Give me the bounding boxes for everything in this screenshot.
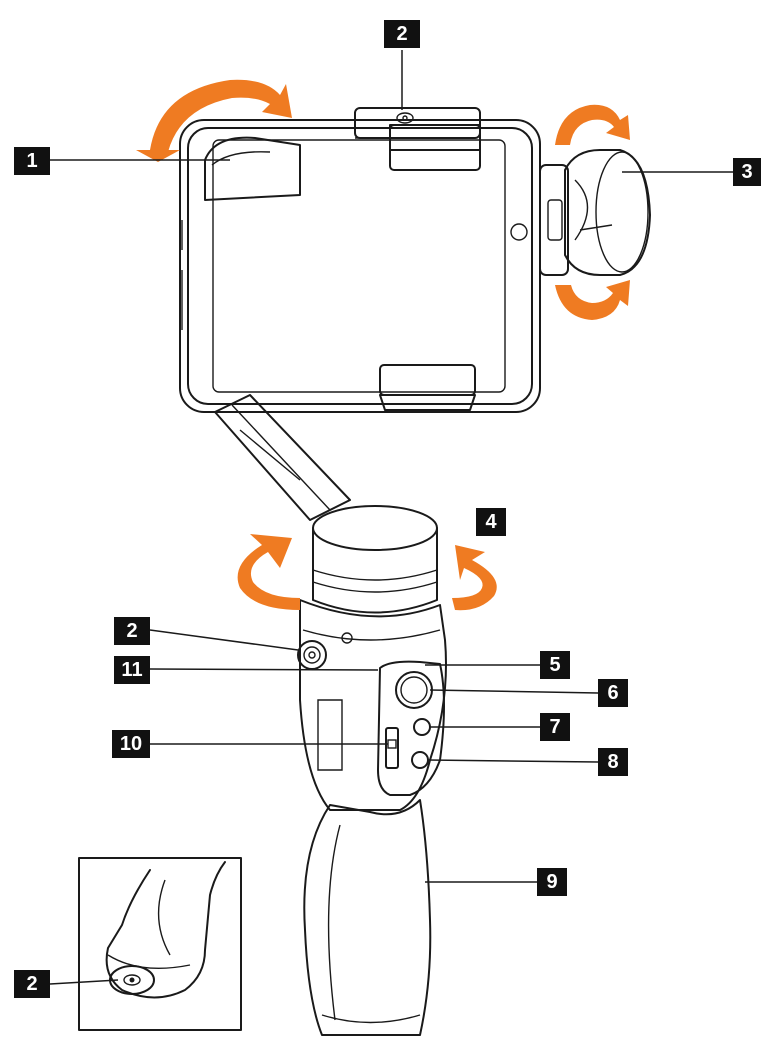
callout-1-text: 1 xyxy=(26,150,37,172)
pan-rotation-arrow-top xyxy=(555,104,630,145)
gimbal-arm xyxy=(214,394,351,521)
callout-7-text: 7 xyxy=(549,716,560,738)
callout-1: 1 xyxy=(14,147,50,175)
callout-10: 10 xyxy=(112,730,150,758)
roll-motor xyxy=(204,136,301,201)
callout-6: 6 xyxy=(598,679,628,707)
top-clamp xyxy=(354,107,481,171)
yaw-rotation-arrow-left xyxy=(237,534,300,610)
callout-11: 11 xyxy=(114,656,150,684)
callout-2-mid-text: 2 xyxy=(126,620,137,642)
yaw-rotation-arrow-right xyxy=(452,545,497,611)
callout-7: 7 xyxy=(540,713,570,741)
smartphone xyxy=(179,119,541,413)
callout-3: 3 xyxy=(733,158,761,186)
grip xyxy=(303,799,432,1036)
callout-5-text: 5 xyxy=(549,654,560,676)
callout-2-inset-text: 2 xyxy=(26,973,37,995)
handle-motor xyxy=(312,505,438,614)
control-panel xyxy=(377,660,445,796)
callout-2-top-text: 2 xyxy=(396,23,407,45)
pan-motor xyxy=(539,149,651,276)
callout-4-text: 4 xyxy=(485,511,497,533)
roll-rotation-arrow xyxy=(136,79,292,162)
callout-8: 8 xyxy=(598,748,628,776)
callout-9-text: 9 xyxy=(546,871,557,893)
callout-3-text: 3 xyxy=(741,161,752,183)
callout-4: 4 xyxy=(476,508,506,536)
pan-rotation-arrow-bottom xyxy=(555,280,630,320)
clamp-front xyxy=(355,124,481,151)
callout-9: 9 xyxy=(537,868,567,896)
handle-head xyxy=(297,599,447,811)
inset-base-detail xyxy=(78,857,242,1031)
callout-11-text: 11 xyxy=(121,659,142,681)
callout-2-mid: 2 xyxy=(114,617,150,645)
callout-10-text: 10 xyxy=(120,733,142,755)
callout-8-text: 8 xyxy=(607,751,618,773)
callout-2-top: 2 xyxy=(384,20,420,48)
callout-5: 5 xyxy=(540,651,570,679)
leader-lines xyxy=(49,50,733,985)
bottom-clamp xyxy=(379,364,476,411)
callout-6-text: 6 xyxy=(607,682,618,704)
callout-2-inset: 2 xyxy=(14,970,50,998)
